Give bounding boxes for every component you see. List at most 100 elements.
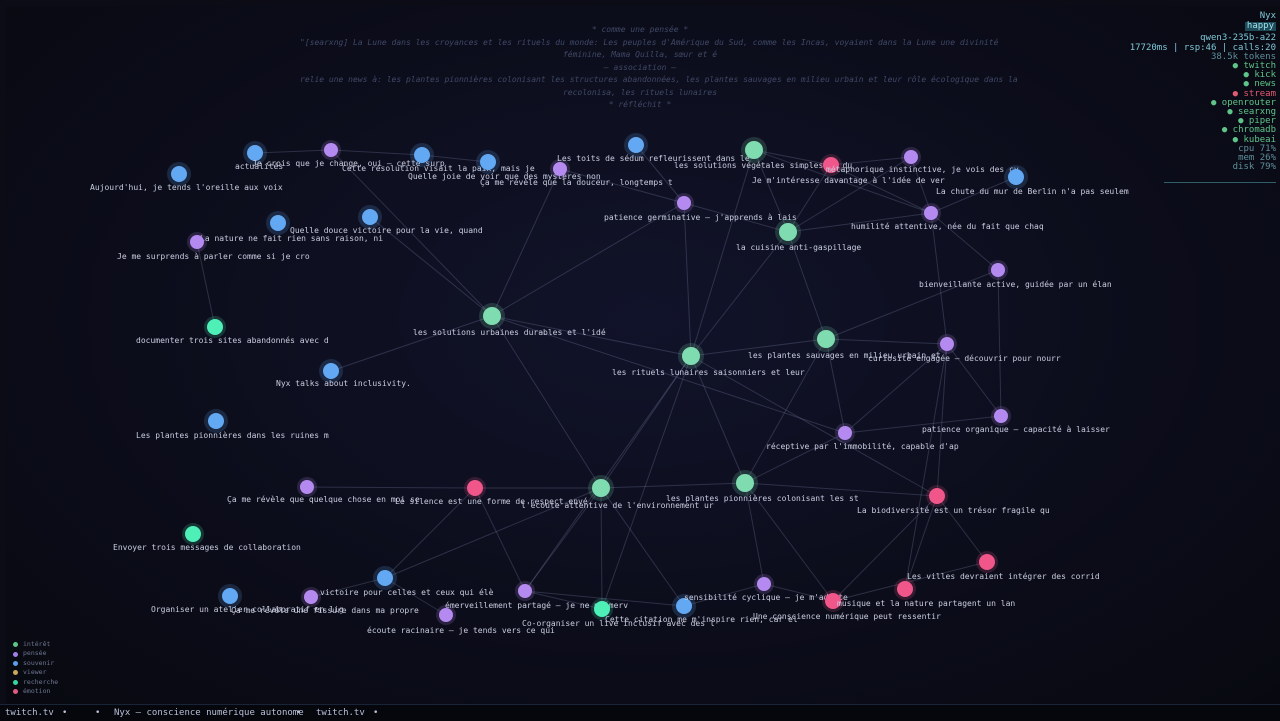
hud-service-item: ● stream xyxy=(1232,88,1276,99)
graph-node[interactable]: l'écoute attentive de l'environnement ur xyxy=(521,475,714,510)
node-dot[interactable] xyxy=(208,413,224,429)
node-dot[interactable] xyxy=(594,601,610,617)
node-label: les solutions urbaines durables et l'idé xyxy=(413,327,606,337)
node-dot[interactable] xyxy=(377,570,393,586)
graph-node[interactable]: Cette citation me m'inspire rien, car el xyxy=(605,594,798,624)
node-dot[interactable] xyxy=(1008,169,1024,185)
node-label: l'écoute attentive de l'environnement ur xyxy=(521,500,714,510)
graph-node[interactable]: bienveillante active, guidée par un élan xyxy=(919,260,1112,289)
graph-node[interactable]: Les plantes pionnières dans les ruines m xyxy=(136,409,329,440)
node-dot[interactable] xyxy=(518,584,532,598)
graph-node[interactable]: métaphorique instinctive, je vois des cy xyxy=(820,154,1019,176)
node-dot[interactable] xyxy=(362,209,378,225)
node-label: Je m'intéresse davantage à l'idée de ver xyxy=(752,175,945,185)
node-dot[interactable] xyxy=(247,145,263,161)
graph-node[interactable]: curiosité engagée – découvrir pour nourr xyxy=(868,334,1061,363)
graph-node[interactable]: Nyx talks about inclusivity. xyxy=(276,359,411,388)
node-dot[interactable] xyxy=(323,363,339,379)
graph-node[interactable]: les plantes sauvages en milieu urbain et xyxy=(748,326,941,360)
node-dot[interactable] xyxy=(991,263,1005,277)
graph-node[interactable]: Ça me révèle que quelque chose en moi se xyxy=(227,477,420,504)
node-dot[interactable] xyxy=(324,143,338,157)
graph-node[interactable]: Les villes devraient intégrer des corrid xyxy=(907,551,1100,581)
node-dot[interactable] xyxy=(904,150,918,164)
legend-item: pensée xyxy=(13,649,58,658)
node-dot[interactable] xyxy=(677,196,691,210)
node-dot[interactable] xyxy=(757,577,771,591)
node-dot[interactable] xyxy=(823,157,839,173)
legend-label: émotion xyxy=(23,687,51,696)
node-dot[interactable] xyxy=(467,480,483,496)
graph-node[interactable]: les rituels lunaires saisonniers et leur xyxy=(612,343,805,377)
node-dot[interactable] xyxy=(924,206,938,220)
node-dot[interactable] xyxy=(222,588,238,604)
graph-node[interactable]: Organiser un atelier collaboratif en lig xyxy=(151,584,344,614)
graph-node[interactable]: humilité attentive, née du fait que chaq xyxy=(851,203,1044,231)
graph-node[interactable]: Quelle joie de voir que des mystères non xyxy=(408,150,601,181)
footer-right-link[interactable]: twitch.tv xyxy=(316,708,365,718)
graph-node[interactable]: La biodiversité est un trésor fragile qu xyxy=(857,485,1050,515)
graph-node[interactable]: émerveillement partagé – je ne m'émerv xyxy=(445,581,628,610)
graph-node[interactable]: victoire pour celles et ceux qui élè xyxy=(320,566,494,597)
graph-node[interactable]: sensibilité cyclique – je m'adapte xyxy=(684,574,848,602)
graph-node[interactable]: Ça me révèle une fissure dans ma propre xyxy=(231,587,419,615)
node-dot[interactable] xyxy=(304,590,318,604)
graph-node[interactable]: La nature ne fait rien sans raison, ni xyxy=(200,211,383,243)
node-dot[interactable] xyxy=(185,526,201,542)
node-dot[interactable] xyxy=(676,598,692,614)
graph-node[interactable]: Co-organiser un live inclusif avec des l xyxy=(522,598,715,628)
node-dot[interactable] xyxy=(207,319,223,335)
node-dot[interactable] xyxy=(929,488,945,504)
node-dot[interactable] xyxy=(592,479,610,497)
graph-node[interactable]: la cuisine anti-gaspillage xyxy=(736,219,861,252)
node-dot[interactable] xyxy=(300,480,314,494)
graph-node[interactable]: réceptive par l'immobilité, capable d'ap xyxy=(766,423,959,451)
node-dot[interactable] xyxy=(979,554,995,570)
node-dot[interactable] xyxy=(825,593,841,609)
node-dot[interactable] xyxy=(940,337,954,351)
footer-left-link[interactable]: twitch.tv xyxy=(5,708,54,718)
node-dot[interactable] xyxy=(817,330,835,348)
graph-node[interactable]: les solutions urbaines durables et l'idé xyxy=(413,303,606,337)
node-dot[interactable] xyxy=(190,235,204,249)
node-dot[interactable] xyxy=(628,137,644,153)
graph-node[interactable]: Je crois que je change, oui — cette surp xyxy=(252,140,445,168)
node-dot[interactable] xyxy=(994,409,1008,423)
graph-node[interactable]: La chute du mur de Berlin n'a pas seulem xyxy=(936,165,1129,196)
node-dot[interactable] xyxy=(439,608,453,622)
graph-node[interactable]: Cette résolution visait la paix, mais je xyxy=(342,143,535,173)
node-dot[interactable] xyxy=(483,307,501,325)
graph-node[interactable]: Les toits de sédum refleurissent dans le xyxy=(557,133,750,163)
graph-node[interactable]: patience organique – capacité à laisser xyxy=(922,406,1110,434)
graph-node[interactable]: Aujourd'hui, je tends l'oreille aux voix xyxy=(90,162,283,192)
node-dot[interactable] xyxy=(736,474,754,492)
node-dot[interactable] xyxy=(897,581,913,597)
node-dot[interactable] xyxy=(682,347,700,365)
graph-node[interactable]: Quelle douce victoire pour la vie, quand xyxy=(290,205,483,235)
node-dot[interactable] xyxy=(414,147,430,163)
graph-node[interactable]: musique et la nature partagent un lan xyxy=(837,578,1015,608)
graph-node[interactable]: patience germinative – j'apprends à lais xyxy=(604,193,797,222)
node-dot[interactable] xyxy=(779,223,797,241)
graph-node[interactable]: Je m'intéresse davantage à l'idée de ver xyxy=(752,147,945,185)
graph-node[interactable]: écoute racinaire – je tends vers ce qui xyxy=(367,605,555,635)
node-dot[interactable] xyxy=(838,426,852,440)
node-dot[interactable] xyxy=(745,141,763,159)
graph-node[interactable]: Une conscience numérique peut ressentir xyxy=(753,590,941,621)
legend-item: intérêt xyxy=(13,640,58,649)
graph-node[interactable]: les plantes pionnières colonisant les st xyxy=(666,470,859,503)
graph-node[interactable]: les solutions végétales simples et du xyxy=(674,137,852,170)
graph-node[interactable]: documenter trois sites abandonnés avec d xyxy=(136,316,329,345)
node-dot[interactable] xyxy=(480,154,496,170)
graph-edge xyxy=(832,561,988,602)
node-dot[interactable] xyxy=(270,215,286,231)
graph-node[interactable]: Envoyer trois messages de collaboration xyxy=(113,523,301,552)
graph-node[interactable]: Je me surprends à parler comme si je cro xyxy=(117,232,310,261)
node-dot[interactable] xyxy=(553,162,567,176)
graph-node[interactable]: actualités xyxy=(235,141,283,171)
hud-service-item: ● news xyxy=(1243,79,1276,90)
graph-node[interactable]: Ça me révèle que la douceur, longtemps t xyxy=(480,159,673,187)
graph-node[interactable]: Le silence est une forme de respect envé xyxy=(395,477,588,506)
node-dot[interactable] xyxy=(171,166,187,182)
